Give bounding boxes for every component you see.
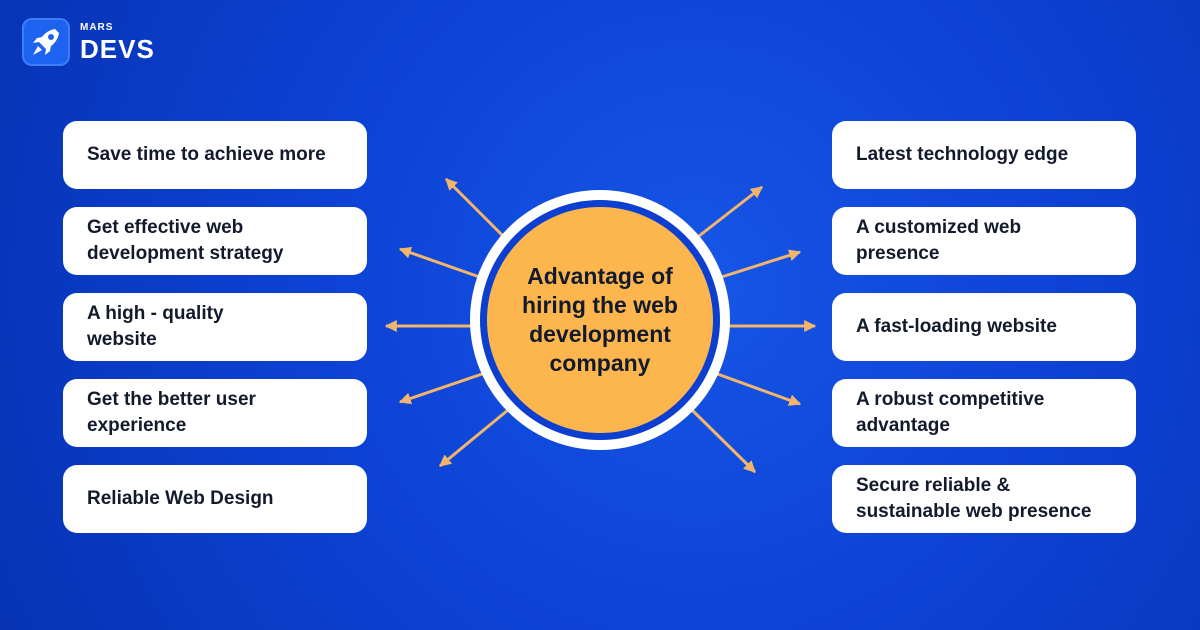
arrow-right-2 bbox=[711, 249, 802, 282]
center-circle: Advantage of hiring the web development … bbox=[470, 190, 730, 450]
left-item-2-label: Get effective web development strategy bbox=[87, 217, 284, 264]
center-ring: Advantage of hiring the web development … bbox=[480, 200, 720, 440]
right-item-2: A customized web presence bbox=[832, 207, 1136, 275]
left-item-5: Reliable Web Design bbox=[63, 465, 367, 533]
right-item-4-label: A robust competitive advantage bbox=[856, 389, 1045, 436]
right-item-1: Latest technology edge bbox=[832, 121, 1136, 189]
rocket-icon bbox=[22, 18, 70, 66]
left-item-1: Save time to achieve more bbox=[63, 121, 367, 189]
left-item-3-label: A high - quality website bbox=[87, 303, 224, 350]
left-item-2: Get effective web development strategy bbox=[63, 207, 367, 275]
right-item-5-label: Secure reliable & sustainable web presen… bbox=[856, 475, 1092, 522]
brand-name: DEVS bbox=[80, 33, 155, 64]
center-title: Advantage of hiring the web development … bbox=[487, 207, 713, 433]
arrow-up-right bbox=[689, 185, 763, 245]
arrow-up-left bbox=[444, 177, 512, 245]
left-item-1-label: Save time to achieve more bbox=[87, 144, 326, 165]
arrow-left-4 bbox=[398, 370, 489, 405]
right-item-3: A fast-loading website bbox=[832, 293, 1136, 361]
left-item-4-label: Get the better user experience bbox=[87, 389, 256, 436]
arrow-down-left bbox=[439, 408, 509, 468]
right-item-3-label: A fast-loading website bbox=[856, 316, 1057, 337]
left-item-5-label: Reliable Web Design bbox=[87, 488, 274, 509]
arrow-down-right bbox=[690, 408, 757, 474]
left-item-4: Get the better user experience bbox=[63, 379, 367, 447]
right-item-4: A robust competitive advantage bbox=[832, 379, 1136, 447]
right-item-5: Secure reliable & sustainable web presen… bbox=[832, 465, 1136, 533]
arrow-left-2 bbox=[398, 246, 489, 282]
right-item-1-label: Latest technology edge bbox=[856, 144, 1069, 165]
right-item-2-label: A customized web presence bbox=[856, 217, 1022, 264]
left-item-3: A high - quality website bbox=[63, 293, 367, 361]
brand-tagline: MARS bbox=[80, 21, 114, 33]
arrow-right-4 bbox=[711, 370, 802, 406]
brand-logo: MARS DEVS bbox=[22, 18, 155, 66]
